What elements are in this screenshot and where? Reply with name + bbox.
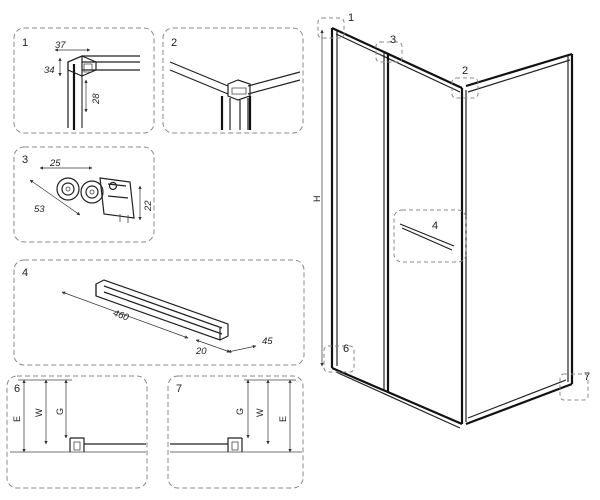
detail-1-dim-37: 37 bbox=[55, 40, 66, 51]
detail-3-dim-53: 53 bbox=[34, 204, 45, 215]
detail-3-dim-25: 25 bbox=[49, 158, 61, 169]
callout-2-label: 2 bbox=[462, 65, 468, 77]
callout-6-label: 6 bbox=[343, 343, 349, 355]
detail-4-dim-45: 45 bbox=[262, 336, 273, 347]
detail-7-number: 7 bbox=[176, 383, 182, 395]
enclosure-height-label: H bbox=[312, 196, 322, 203]
detail-7-drawing bbox=[170, 379, 302, 453]
detail-6-drawing bbox=[10, 379, 146, 453]
detail-1-dim-34: 34 bbox=[44, 65, 55, 76]
detail-4-drawing bbox=[61, 279, 257, 354]
callout-7-label: 7 bbox=[584, 371, 590, 383]
detail-7-dim-g: G bbox=[235, 408, 245, 415]
callout-1-label: 1 bbox=[348, 12, 354, 24]
detail-3-panel: 3 25 53 22 bbox=[13, 146, 155, 243]
detail-4-panel: 4 460 20 45 bbox=[13, 259, 305, 366]
detail-2-panel: 2 bbox=[162, 27, 304, 134]
detail-6-dim-g: G bbox=[55, 408, 65, 415]
enclosure-callouts: 1 3 2 4 6 7 bbox=[317, 12, 590, 401]
detail-6-dim-w: W bbox=[34, 408, 44, 417]
detail-2-drawing bbox=[169, 61, 301, 130]
detail-3-number: 3 bbox=[22, 154, 28, 166]
detail-7-dim-e: E bbox=[278, 416, 288, 422]
detail-1-dim-28: 28 bbox=[91, 93, 102, 105]
callout-3-label: 3 bbox=[390, 34, 396, 46]
detail-6-dim-e: E bbox=[12, 416, 22, 422]
detail-7-dim-w: W bbox=[255, 408, 265, 417]
detail-4-dim-20: 20 bbox=[195, 346, 207, 357]
detail-4-number: 4 bbox=[22, 267, 28, 279]
detail-3-dim-22: 22 bbox=[143, 200, 154, 212]
detail-3-drawing bbox=[29, 166, 142, 223]
detail-7-panel: 7 G W E bbox=[167, 375, 304, 489]
enclosure-drawing bbox=[320, 27, 574, 429]
detail-4-dim-460: 460 bbox=[111, 308, 130, 324]
detail-1-panel: 1 37 34 28 bbox=[13, 27, 155, 134]
detail-1-drawing bbox=[54, 48, 140, 130]
detail-6-panel: 6 E W G bbox=[6, 375, 148, 489]
detail-6-number: 6 bbox=[14, 383, 20, 395]
detail-1-number: 1 bbox=[22, 37, 28, 49]
callout-4-label: 4 bbox=[432, 220, 438, 232]
detail-2-number: 2 bbox=[171, 37, 177, 49]
